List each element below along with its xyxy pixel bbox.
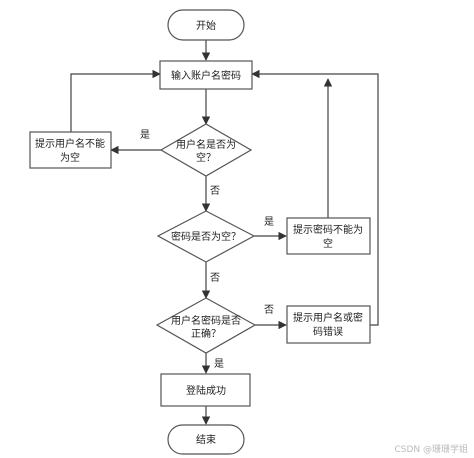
check-password-text: 密码是否为空？ (171, 230, 241, 243)
start-text: 开始 (196, 19, 216, 32)
label-password-no: 否 (210, 272, 220, 284)
check-correct-text-line1: 用户名密码是否 (171, 314, 241, 327)
password-error-text-line2: 空 (323, 237, 333, 250)
check-correct-decision (155, 297, 257, 354)
username-error-text-line2: 为空 (60, 151, 80, 164)
username-error-box (29, 131, 112, 169)
credentials-error-text-line2: 码错误 (313, 325, 343, 338)
label-correct-no: 否 (264, 304, 274, 316)
check-password-decision (156, 210, 256, 263)
check-correct-text-line2: 正确？ (191, 327, 221, 340)
input-text: 输入账户名密码 (171, 69, 241, 82)
check-username-text-line1: 用户名是否为 (176, 138, 236, 151)
start-terminator (167, 9, 245, 41)
check-username-decision (159, 123, 253, 177)
edge-err-wrong-back (251, 69, 379, 326)
login-success-box (160, 373, 251, 407)
password-error-box (286, 217, 371, 255)
credentials-error-text-line1: 提示用户名或密 (293, 311, 363, 324)
label-username-yes: 是 (140, 129, 150, 141)
username-error-text-line1: 提示用户名不能 (35, 137, 105, 150)
input-process-box (159, 60, 253, 90)
label-username-no: 否 (210, 185, 220, 197)
label-password-yes: 是 (264, 216, 274, 228)
label-correct-yes: 是 (214, 358, 224, 370)
login-success-text: 登陆成功 (186, 384, 226, 397)
edge-err-username-back (70, 69, 161, 132)
watermark: CSDN @珊珊学姐 (394, 443, 468, 455)
credentials-error-box (286, 305, 371, 344)
end-text: 结束 (196, 433, 216, 446)
check-username-text-line2: 空？ (196, 151, 216, 164)
password-error-text-line1: 提示密码不能为 (293, 223, 363, 236)
end-terminator (167, 424, 245, 455)
